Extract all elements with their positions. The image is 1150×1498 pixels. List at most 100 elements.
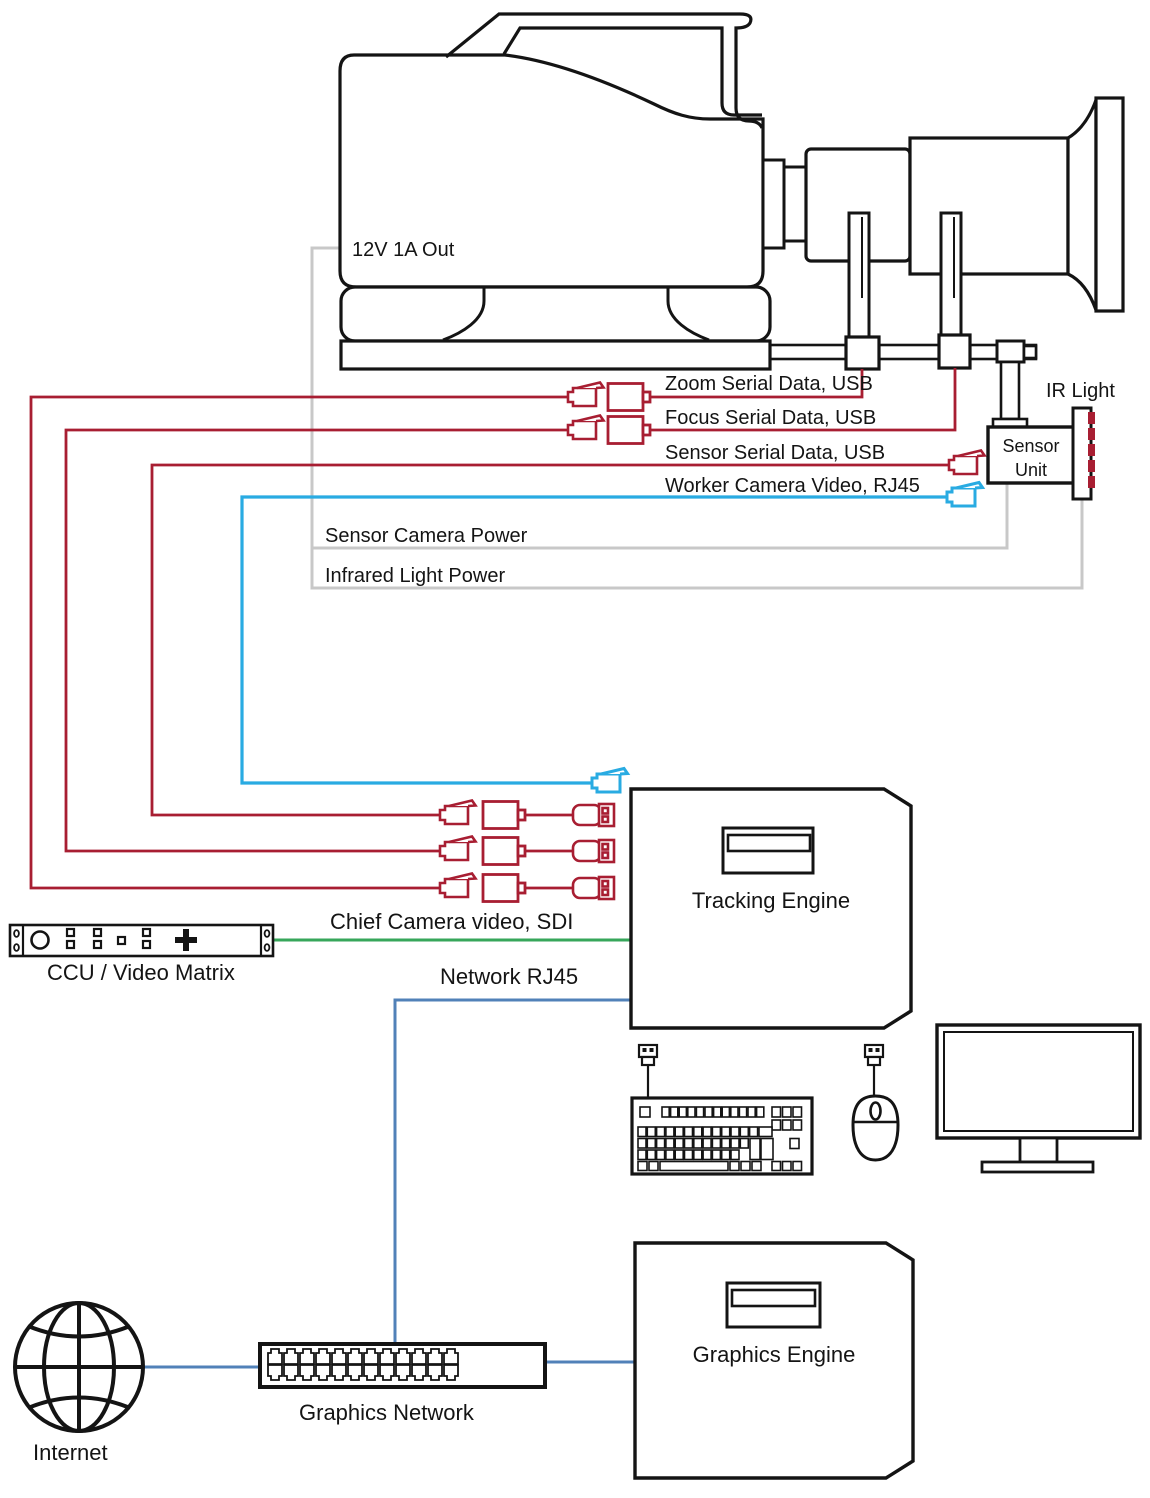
key [655,1126,666,1138]
keyboard [630,1043,814,1176]
key [739,1137,750,1149]
chief-video-label: Chief Camera video, SDI [330,909,573,934]
broadcast-camera: 12V 1A Out [338,12,1125,429]
sensor-serial-label: Sensor Serial Data, USB [665,442,885,464]
key [760,1137,774,1161]
rj45-port [411,1348,427,1365]
ccu-rack-ears [21,925,263,956]
key [704,1106,713,1118]
key [665,1137,675,1149]
key [792,1160,803,1172]
rj45-plug-icon [438,799,477,826]
key [758,1126,773,1138]
key [720,1149,731,1161]
rj45-port [443,1348,459,1365]
key [646,1149,657,1161]
rack-screw-hole [263,929,271,938]
key [739,1126,750,1138]
rj45-port [379,1348,395,1365]
key [639,1106,651,1118]
rj45-port [283,1348,299,1365]
drive-slot-inner [730,1288,817,1308]
key [789,1137,800,1150]
key [792,1106,803,1118]
ir-led-dashes [1088,412,1095,488]
key [730,1137,740,1149]
zoom-serial-adapter-icon [606,382,652,412]
key [730,1126,740,1138]
usb-pin [642,1048,647,1052]
key [637,1149,647,1161]
key [747,1106,756,1118]
ccu-label: CCU / Video Matrix [47,960,235,985]
rj45-plug-icon [438,835,477,862]
keyboard-keys [637,1106,803,1172]
camera-handle-inner [502,26,762,117]
focus-motor-block [937,333,972,370]
key [692,1137,703,1149]
usb-a-plug-icon [571,838,616,864]
usb-serial-cables [29,368,986,903]
graphics-network-label: Graphics Network [299,1400,475,1425]
ir-power-label: Infrared Light Power [325,565,505,587]
rj45-port [395,1348,411,1365]
rack-screw-hole [263,943,271,952]
rj45-port [363,1348,379,1365]
zoom-serial-label: Zoom Serial Data, USB [665,373,873,395]
focus-serial-rj45-plug-icon [566,414,605,441]
rj45-port [267,1364,283,1381]
key [720,1137,731,1149]
sensor-serial-cable-loop [150,463,949,817]
worker-video-cable-loop [240,495,947,785]
graphics-network-switch: Graphics Network [258,1342,547,1425]
mouse-usb-sleeve [866,1055,882,1067]
key [646,1137,657,1149]
lens-adapter-1 [761,158,786,250]
usb-adapter-icon [481,800,527,830]
internet-label: Internet [33,1440,108,1465]
key [692,1149,703,1161]
usb-pin [868,1048,873,1052]
key [678,1106,688,1118]
monitor-screen [943,1031,1134,1132]
key [748,1126,759,1138]
lens-hood-flare [1066,99,1098,311]
key [683,1126,694,1138]
key [702,1149,712,1161]
drive-slot-inner [726,833,812,853]
key [655,1149,666,1161]
key [781,1119,792,1131]
key [792,1119,803,1131]
key [771,1119,782,1131]
rj45-port [427,1364,443,1381]
worker-video-engine-plug-icon [590,767,629,794]
mouse-usb-plug-icon [863,1043,885,1059]
rj45-port [395,1364,411,1381]
key [702,1137,712,1149]
usb-pin [875,1048,880,1052]
camera-body [338,53,765,289]
ccu-rack-body [8,923,275,958]
usb-adapter-icon [481,836,527,866]
ir-light: IR Light [1046,380,1115,501]
sensor-serial-rj45-plug-icon [947,449,986,476]
mouse [851,1043,900,1162]
sensor-mount-post [999,360,1021,421]
camera-wedge-plate [339,285,772,343]
graphics-engine-label: Graphics Engine [693,1342,856,1367]
sensor-mount-tab [1022,344,1038,360]
focus-serial-label: Focus Serial Data, USB [665,407,876,429]
sensor-unit: Sensor Unit [986,425,1076,485]
ccu-connectors [65,927,152,950]
cable-labels: Zoom Serial Data, USB Focus Serial Data,… [325,373,920,587]
infrared-light-power-cable [310,500,1084,590]
mouse-body [851,1094,900,1162]
rj45-plug-icon [438,872,477,899]
sensor-unit-label-1: Sensor [1002,436,1059,456]
rj45-port [443,1364,459,1381]
key [646,1126,657,1138]
rj45-port [315,1364,331,1381]
key [721,1106,731,1118]
